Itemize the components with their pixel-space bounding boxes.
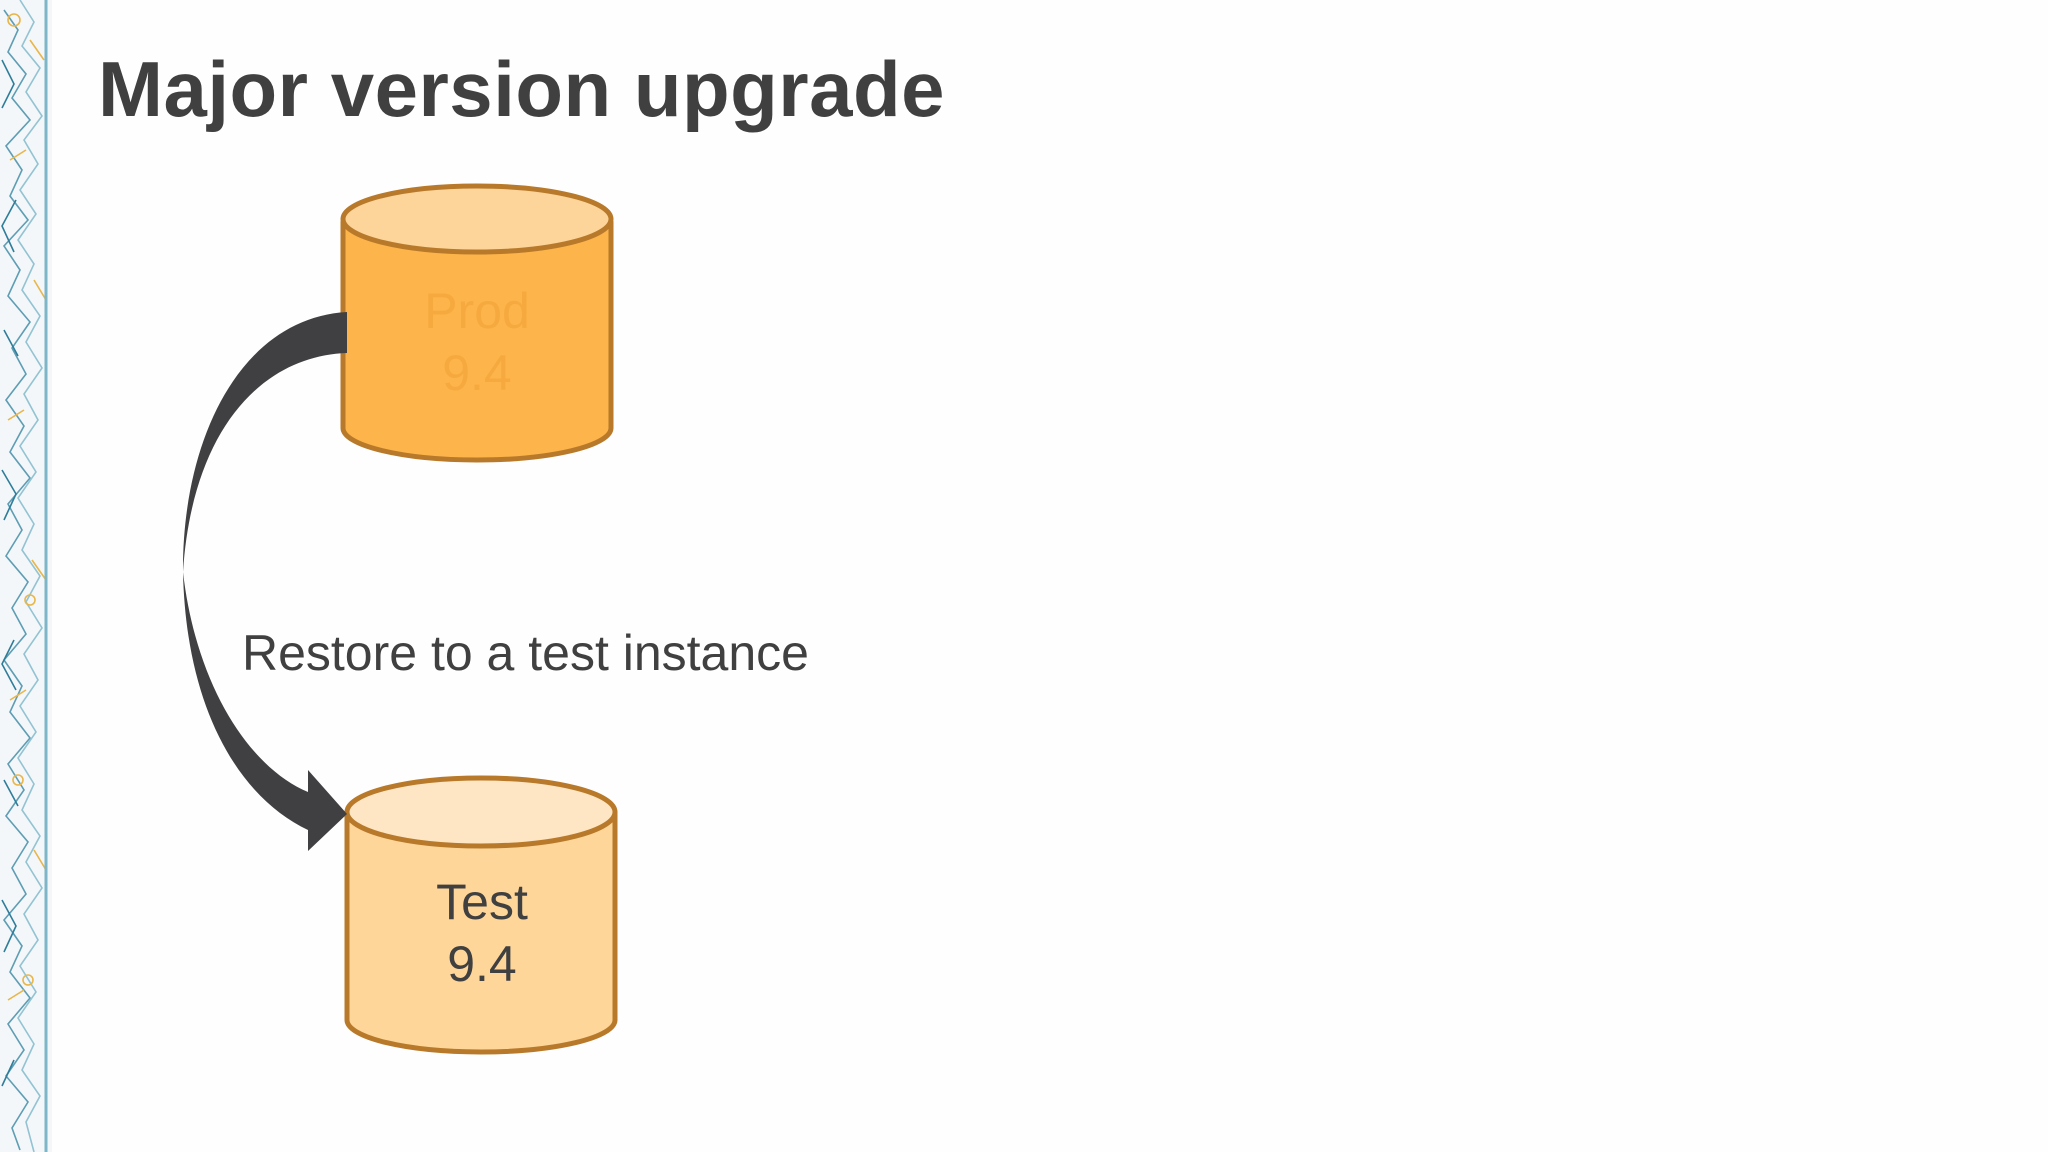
- slide-title: Major version upgrade: [98, 45, 946, 133]
- prod-database-name: Prod: [424, 283, 530, 339]
- test-database-version: 9.4: [447, 936, 517, 992]
- restore-arrow-caption: Restore to a test instance: [242, 625, 809, 681]
- prod-database-label: Prod 9.4: [342, 280, 612, 404]
- decorative-pattern-strip: [0, 0, 52, 1152]
- prod-database-version: 9.4: [442, 345, 512, 401]
- test-database-name: Test: [436, 874, 528, 930]
- prod-database-cylinder: [340, 183, 614, 463]
- test-database-cylinder: [344, 775, 618, 1055]
- test-database-label: Test 9.4: [347, 871, 617, 995]
- restore-arrow: [182, 312, 347, 851]
